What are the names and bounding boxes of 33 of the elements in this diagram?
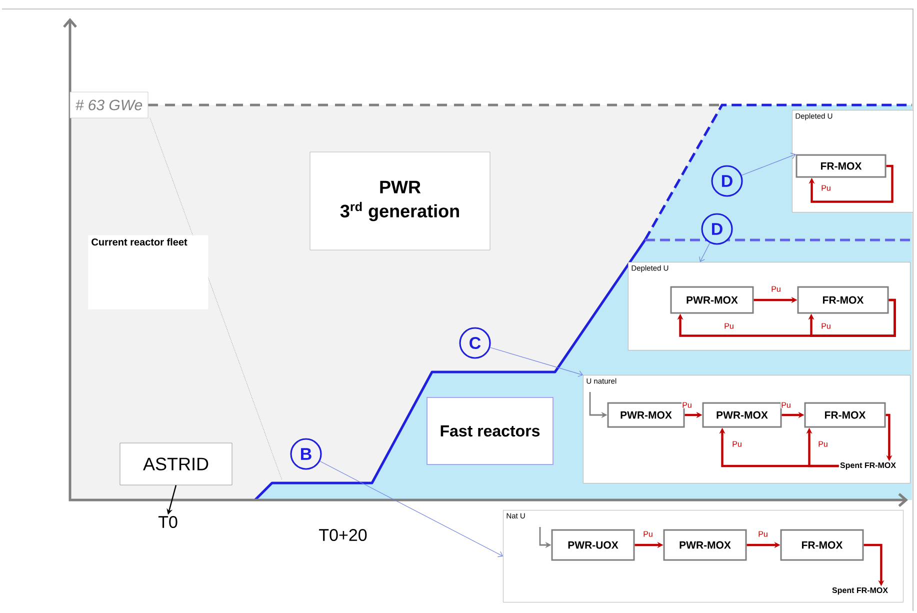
- edge-label: Pu: [724, 322, 734, 330]
- edge-label: Pu: [642, 530, 654, 538]
- output-label: Spent FR-MOX: [840, 462, 896, 470]
- axis-label: T0: [158, 516, 178, 528]
- edge-label: Pu: [770, 286, 782, 292]
- edge-label: Pu: [780, 402, 792, 408]
- leader-arrow: [490, 347, 583, 377]
- reactor-box: FR-MOX: [796, 154, 886, 178]
- flow-arrow: [808, 298, 896, 337]
- edge-label: Pu: [732, 440, 742, 448]
- text-box: Fast reactors: [426, 397, 554, 465]
- edge-label: Pu: [820, 322, 832, 330]
- output-label: Spent FR-MOX: [832, 587, 888, 595]
- axis-label: T0+20: [319, 528, 367, 542]
- text-box: ASTRID: [120, 442, 232, 486]
- edge-label: Pu: [682, 402, 692, 408]
- leader-arrow: [320, 460, 503, 558]
- leader-arrow: [699, 242, 710, 262]
- reactor-box: PWR-MOX: [702, 402, 782, 428]
- reactor-box: PWR-UOX: [551, 529, 635, 561]
- text-box: Current reactor fleet: [88, 235, 208, 310]
- leader-arrow: [741, 152, 796, 176]
- capacity-label: # 63 GWe: [70, 92, 148, 118]
- reactor-box: FR-MOX: [804, 402, 886, 428]
- text-box: PWR 3$^{rd}$ generation: [310, 152, 490, 250]
- reactor-box: FR-MOX: [780, 529, 864, 561]
- reactor-box: FR-MOX: [797, 286, 889, 314]
- edge-label: Pu: [758, 530, 768, 538]
- reactor-box: PWR-MOX: [663, 529, 747, 561]
- flow-arrow: [808, 164, 894, 203]
- edge-label: Pu: [820, 184, 832, 192]
- edge-label: Pu: [818, 440, 828, 448]
- reactor-box: PWR-MOX: [670, 286, 754, 314]
